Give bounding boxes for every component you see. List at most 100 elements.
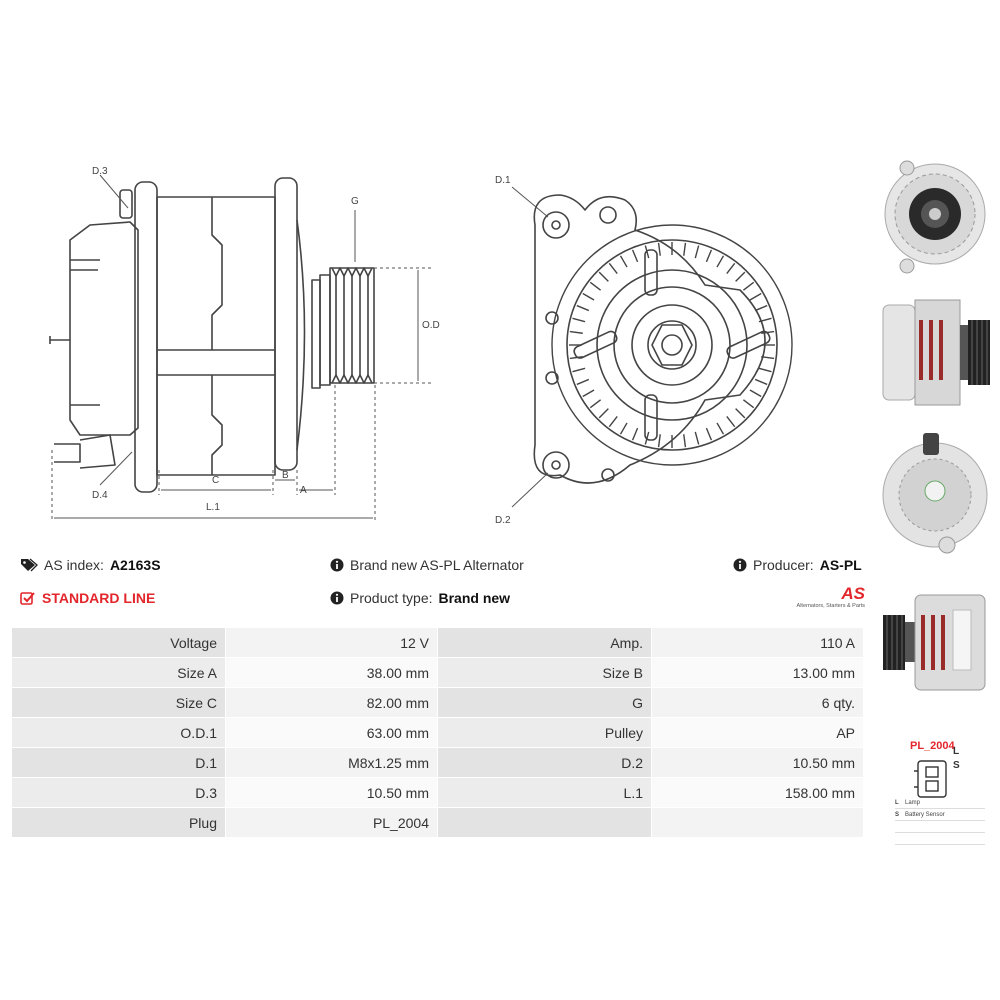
vent-slot — [758, 367, 772, 373]
plug-name: PL_2004 — [910, 740, 955, 752]
vent-slot — [754, 378, 768, 386]
label-od1: O.D.1 — [422, 320, 440, 331]
vent-slot — [716, 422, 725, 435]
label-d1: D.1 — [495, 175, 511, 186]
product-photo-front[interactable] — [877, 148, 993, 278]
spec-value: M8x1.25 mm — [225, 747, 438, 778]
spec-label: Amp. — [437, 627, 652, 658]
spec-label: D.2 — [437, 747, 652, 778]
spec-label: Size B — [437, 657, 652, 688]
vent-slot — [749, 292, 762, 301]
vent-slot — [569, 356, 583, 360]
product-photo-rear[interactable] — [877, 425, 993, 565]
brand-new-info: Brand new AS-PL Alternator — [330, 557, 524, 573]
vent-slot — [644, 245, 650, 259]
spec-value: 38.00 mm — [225, 657, 438, 688]
vent-slot — [619, 422, 628, 435]
label-b: B — [282, 470, 289, 481]
label-d2: D.2 — [495, 515, 511, 526]
spec-value: AP — [651, 717, 864, 748]
vent-slot — [589, 399, 602, 409]
vent-slot — [576, 378, 590, 386]
info-icon — [330, 591, 344, 605]
spec-value: 63.00 mm — [225, 717, 438, 748]
vent-slot — [582, 292, 595, 301]
vent-slot — [694, 431, 700, 445]
front-view-drawing: D.1 D.2 — [495, 175, 793, 526]
vent-slot — [631, 249, 639, 263]
spec-value — [651, 807, 864, 838]
vent-slot — [631, 427, 639, 441]
spec-label: O.D.1 — [11, 717, 226, 748]
vent-slot — [589, 281, 602, 291]
label-d3: D.3 — [92, 166, 108, 177]
vent-slot — [598, 271, 609, 282]
vent-slot — [705, 249, 713, 263]
spec-value: PL_2004 — [225, 807, 438, 838]
label-a: A — [300, 485, 307, 496]
product-type: Product type: Brand new — [330, 590, 510, 606]
vent-slot — [761, 356, 775, 360]
spec-label: D.3 — [11, 777, 226, 808]
vent-slot — [683, 434, 687, 448]
vent-slot — [716, 255, 725, 268]
spec-value: 110 A — [651, 627, 864, 658]
spec-label: Size A — [11, 657, 226, 688]
product-photo-side[interactable] — [877, 285, 993, 415]
vent-slot — [598, 408, 609, 419]
label-l1: L.1 — [206, 502, 220, 513]
as-index-value: A2163S — [109, 557, 161, 573]
spec-value: 6 qty. — [651, 687, 864, 718]
info-icon — [330, 558, 344, 572]
label-c: C — [212, 475, 219, 486]
spec-label: Voltage — [11, 627, 226, 658]
spec-value: 10.50 mm — [651, 747, 864, 778]
vent-slot — [694, 245, 700, 259]
side-view-drawing: D.3 D.4 G O.D.1 C B A L.1 — [49, 166, 440, 522]
product-photo-angle[interactable] — [877, 580, 993, 700]
spec-value: 12 V — [225, 627, 438, 658]
as-index: AS index: A2163S — [20, 557, 161, 573]
label-g: G — [351, 196, 359, 207]
vent-slot — [742, 281, 755, 291]
spec-value: 10.50 mm — [225, 777, 438, 808]
logo-mark: AS — [841, 584, 865, 603]
producer: Producer: AS-PL — [733, 557, 862, 573]
spec-value: 82.00 mm — [225, 687, 438, 718]
vent-slot — [582, 389, 595, 398]
vent-slot — [572, 317, 586, 323]
vent-slot — [683, 242, 687, 256]
plug-connector-icon — [914, 760, 947, 798]
vent-slot — [735, 271, 746, 282]
vent-slot — [569, 330, 583, 334]
vent-slot — [749, 389, 762, 398]
spec-label: L.1 — [437, 777, 652, 808]
spec-value: 13.00 mm — [651, 657, 864, 688]
vent-slot — [608, 415, 618, 428]
logo-tagline: Alternators, Starters & Parts — [796, 603, 865, 609]
spec-label: D.1 — [11, 747, 226, 778]
vent-slot — [608, 262, 618, 275]
spec-label: Size C — [11, 687, 226, 718]
vent-slot — [576, 304, 590, 312]
vent-slot — [735, 408, 746, 419]
plug-pin-l: L — [953, 746, 960, 757]
info-icon — [733, 558, 747, 572]
spec-label: Pulley — [437, 717, 652, 748]
as-pl-logo: AS Alternators, Starters & Parts — [780, 584, 865, 610]
spec-label — [437, 807, 652, 838]
vent-slot — [761, 330, 775, 334]
spec-value: 158.00 mm — [651, 777, 864, 808]
checkbox-icon — [20, 592, 35, 605]
spec-label: G — [437, 687, 652, 718]
legend-lamp: Lamp — [905, 799, 921, 806]
vent-slot — [726, 262, 736, 275]
vent-slot — [572, 367, 586, 373]
